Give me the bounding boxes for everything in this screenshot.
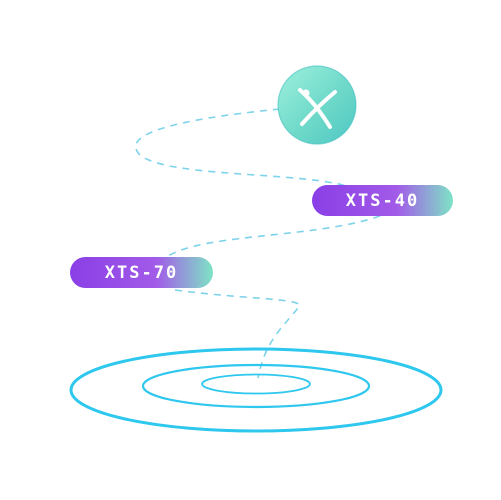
- concentric-rings-target-icon: [69, 347, 443, 433]
- dashed-route-line: [174, 289, 301, 379]
- dashed-route-line: [159, 215, 381, 263]
- label-pill-middle: XTS-70: [70, 257, 213, 288]
- label-pill-top: XTS-40: [312, 185, 453, 216]
- stylized-x-logo-icon: [277, 65, 357, 145]
